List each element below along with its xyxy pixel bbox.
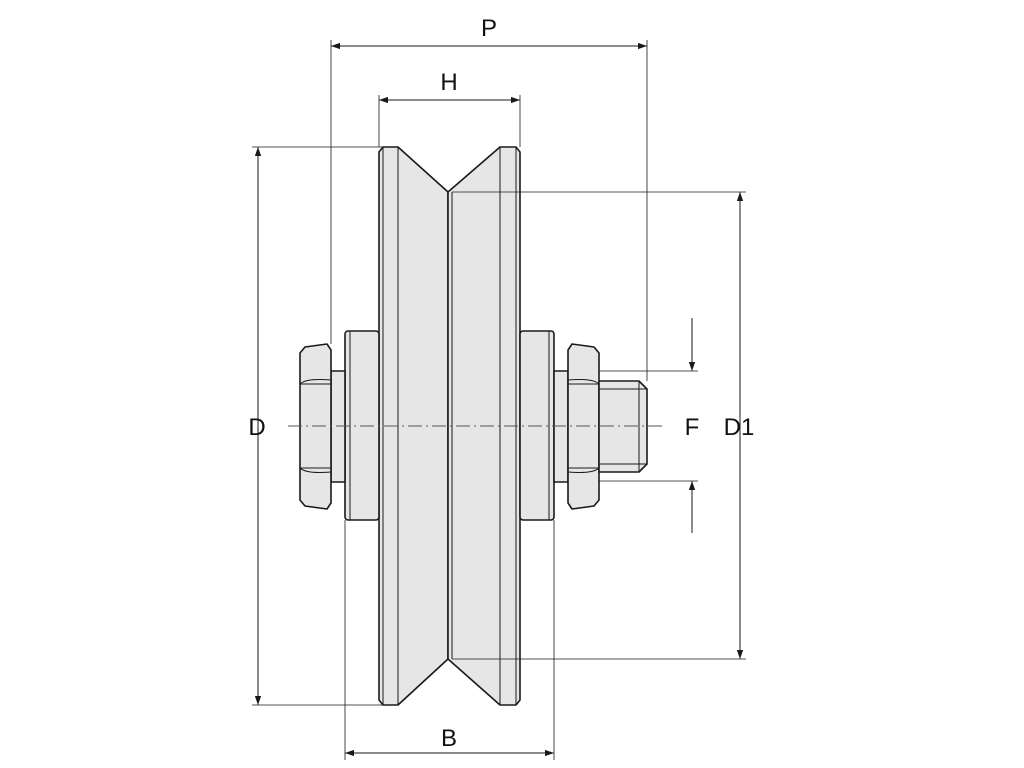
dimension-labels: P H D F D1 B [248, 15, 754, 752]
label-d: D [248, 414, 265, 441]
dimension-lines [254, 42, 744, 757]
label-h: H [440, 69, 457, 96]
threaded-shaft [598, 380, 648, 473]
label-f: F [685, 414, 700, 441]
label-d1: D1 [724, 414, 755, 441]
label-b: B [441, 725, 457, 752]
extension-lines [252, 40, 746, 760]
label-p: P [481, 15, 497, 42]
